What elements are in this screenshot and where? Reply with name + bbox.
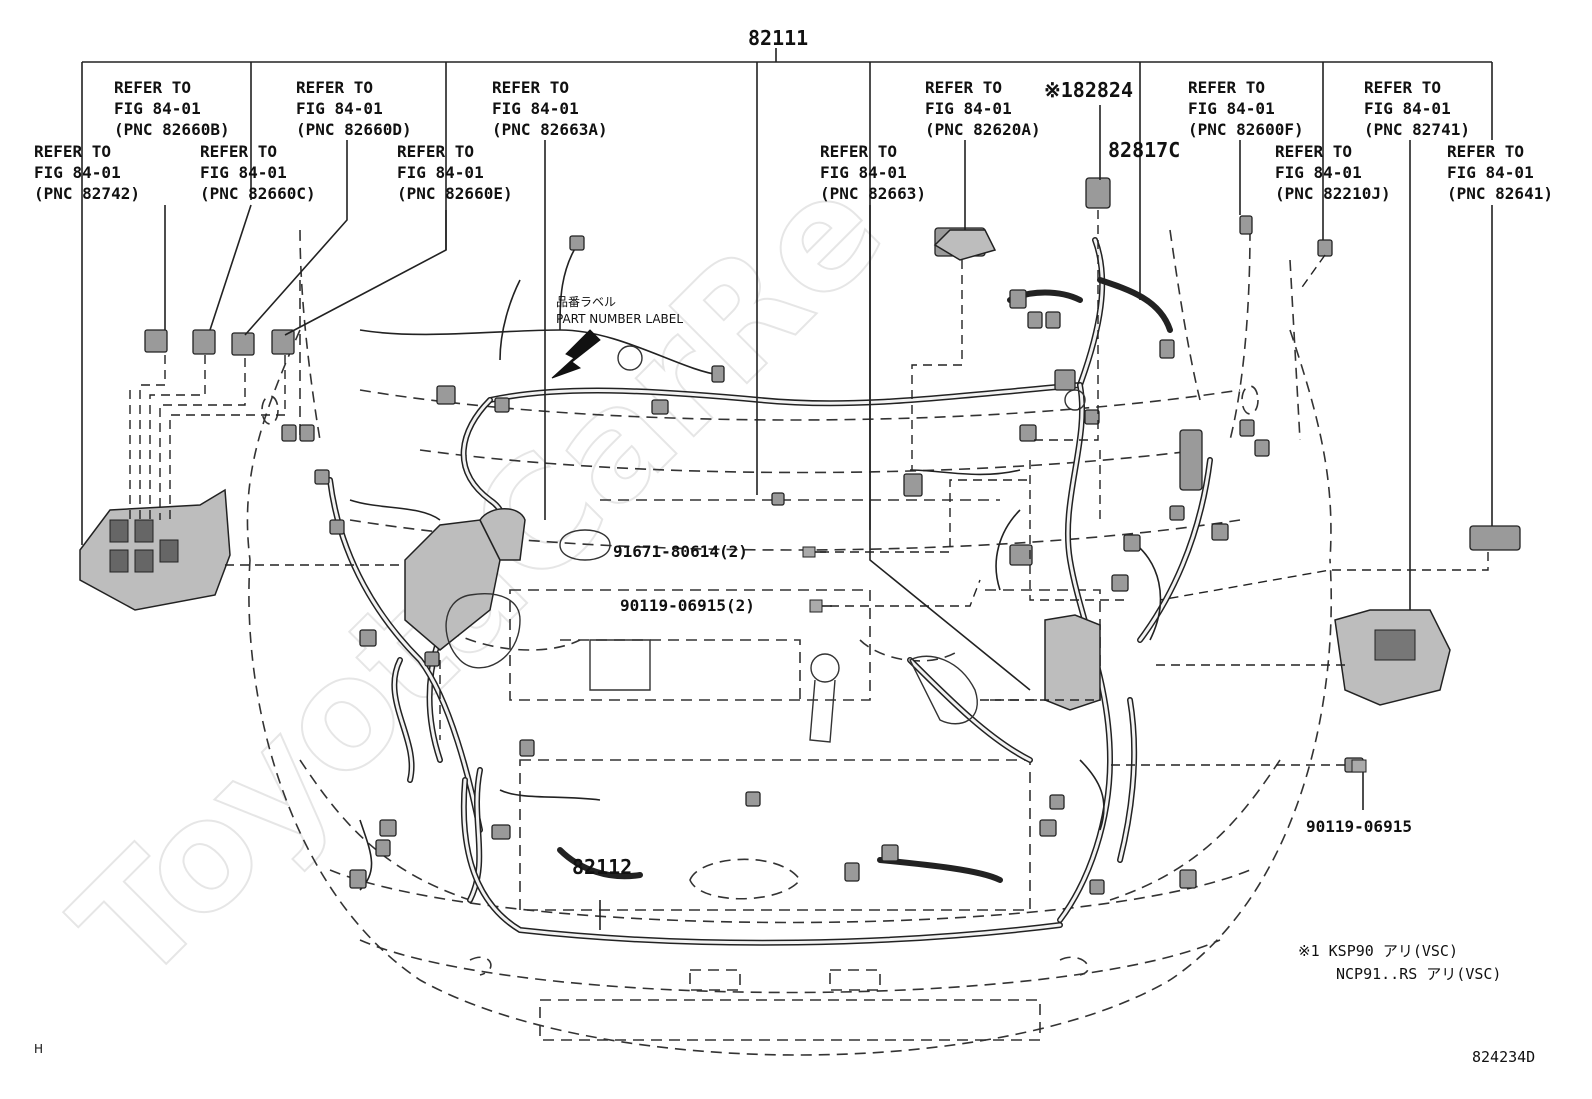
svg-text:REFER TO: REFER TO — [492, 78, 569, 97]
svg-text:FIG 84-01: FIG 84-01 — [200, 163, 287, 182]
callout-pnc-82663a: REFER TO FIG 84-01 (PNC 82663A) — [492, 78, 608, 139]
svg-text:(PNC 82742): (PNC 82742) — [34, 184, 140, 203]
bolt-90119-06915-single — [1351, 759, 1367, 773]
callout-pnc-82660d: REFER TO FIG 84-01 (PNC 82660D) — [296, 78, 412, 139]
svg-text:FIG 84-01: FIG 84-01 — [1364, 99, 1451, 118]
svg-text:REFER TO: REFER TO — [1188, 78, 1265, 97]
callout-pnc-82742: REFER TO FIG 84-01 (PNC 82742) — [34, 142, 140, 203]
svg-text:(PNC 82600F): (PNC 82600F) — [1188, 120, 1304, 139]
svg-text:(PNC 82641): (PNC 82641) — [1447, 184, 1553, 203]
engine-ecu-bracket — [404, 508, 526, 651]
svg-text:REFER TO: REFER TO — [820, 142, 897, 161]
callout-pnc-82660e: REFER TO FIG 84-01 (PNC 82660E) — [397, 142, 513, 203]
corner-mark: H — [34, 1042, 43, 1056]
svg-text:(PNC 82660D): (PNC 82660D) — [296, 120, 412, 139]
part-82111: 82111 — [748, 26, 808, 50]
svg-text:(PNC 82663): (PNC 82663) — [820, 184, 926, 203]
part-82824: ※182824 — [1044, 78, 1133, 102]
thin-wires — [349, 239, 1162, 891]
note-line-1: ※1 KSP90 アリ(VSC) — [1298, 942, 1458, 960]
bolt-label-90119-06915-pair: 90119-06915(2) — [620, 596, 755, 615]
callout-pnc-82641: REFER TO FIG 84-01 (PNC 82641) — [1447, 142, 1553, 203]
car-body-outline — [246, 229, 1333, 1056]
svg-text:(PNC 82660C): (PNC 82660C) — [200, 184, 316, 203]
engine-parts — [445, 345, 1086, 743]
svg-text:FIG 84-01: FIG 84-01 — [114, 99, 201, 118]
svg-text:REFER TO: REFER TO — [34, 142, 111, 161]
bolt-label-90119-06915: 90119-06915 — [1306, 817, 1412, 836]
svg-text:FIG 84-01: FIG 84-01 — [492, 99, 579, 118]
svg-text:REFER TO: REFER TO — [200, 142, 277, 161]
svg-text:REFER TO: REFER TO — [925, 78, 1002, 97]
note-line-2: NCP91..RS アリ(VSC) — [1336, 965, 1501, 983]
svg-text:(PNC 82210J): (PNC 82210J) — [1275, 184, 1391, 203]
callout-pnc-82741: REFER TO FIG 84-01 (PNC 82741) — [1364, 78, 1470, 139]
svg-text:FIG 84-01: FIG 84-01 — [1188, 99, 1275, 118]
svg-text:REFER TO: REFER TO — [1275, 142, 1352, 161]
svg-text:FIG 84-01: FIG 84-01 — [1447, 163, 1534, 182]
svg-text:(PNC 82620A): (PNC 82620A) — [925, 120, 1041, 139]
callout-pnc-82663: REFER TO FIG 84-01 (PNC 82663) — [820, 142, 926, 203]
bolt-91671-80614 — [802, 546, 826, 558]
wire-harness-82112 — [460, 777, 1063, 946]
part-label-en: PART NUMBER LABEL — [556, 312, 683, 326]
svg-text:(PNC 82660B): (PNC 82660B) — [114, 120, 230, 139]
svg-text:FIG 84-01: FIG 84-01 — [34, 163, 121, 182]
part-number-label-arrow — [551, 329, 601, 379]
callout-pnc-82600f: REFER TO FIG 84-01 (PNC 82600F) — [1188, 78, 1304, 139]
fuse-block-right — [1334, 609, 1451, 706]
svg-text:(PNC 82660E): (PNC 82660E) — [397, 184, 513, 203]
svg-text:REFER TO: REFER TO — [1364, 78, 1441, 97]
svg-text:REFER TO: REFER TO — [1447, 142, 1524, 161]
part-label-jp: 品番ラベル — [556, 295, 616, 309]
bolt-label-91671-80614: 91671-80614(2) — [613, 542, 748, 561]
svg-text:(PNC 82741): (PNC 82741) — [1364, 120, 1470, 139]
leader-lines — [81, 48, 1493, 930]
part-82112: 82112 — [572, 855, 632, 879]
svg-text:(PNC 82663A): (PNC 82663A) — [492, 120, 608, 139]
svg-text:FIG 84-01: FIG 84-01 — [397, 163, 484, 182]
svg-text:FIG 84-01: FIG 84-01 — [1275, 163, 1362, 182]
callout-pnc-82210j: REFER TO FIG 84-01 (PNC 82210J) — [1275, 142, 1391, 203]
part-82817c: 82817C — [1108, 138, 1180, 162]
bolt-90119-06915-pair — [809, 599, 832, 613]
abs-actuator-block — [933, 229, 1101, 711]
relay-block-left — [79, 488, 231, 611]
callout-pnc-82660b: REFER TO FIG 84-01 (PNC 82660B) — [114, 78, 230, 139]
svg-text:REFER TO: REFER TO — [397, 142, 474, 161]
svg-text:REFER TO: REFER TO — [114, 78, 191, 97]
connectors — [144, 177, 1521, 895]
svg-text:FIG 84-01: FIG 84-01 — [820, 163, 907, 182]
svg-text:REFER TO: REFER TO — [296, 78, 373, 97]
svg-text:FIG 84-01: FIG 84-01 — [296, 99, 383, 118]
figure-id: 824234D — [1472, 1048, 1535, 1066]
callout-pnc-82660c: REFER TO FIG 84-01 (PNC 82660C) — [200, 142, 316, 203]
svg-text:FIG 84-01: FIG 84-01 — [925, 99, 1012, 118]
callout-pnc-82620a: REFER TO FIG 84-01 (PNC 82620A) — [925, 78, 1041, 139]
